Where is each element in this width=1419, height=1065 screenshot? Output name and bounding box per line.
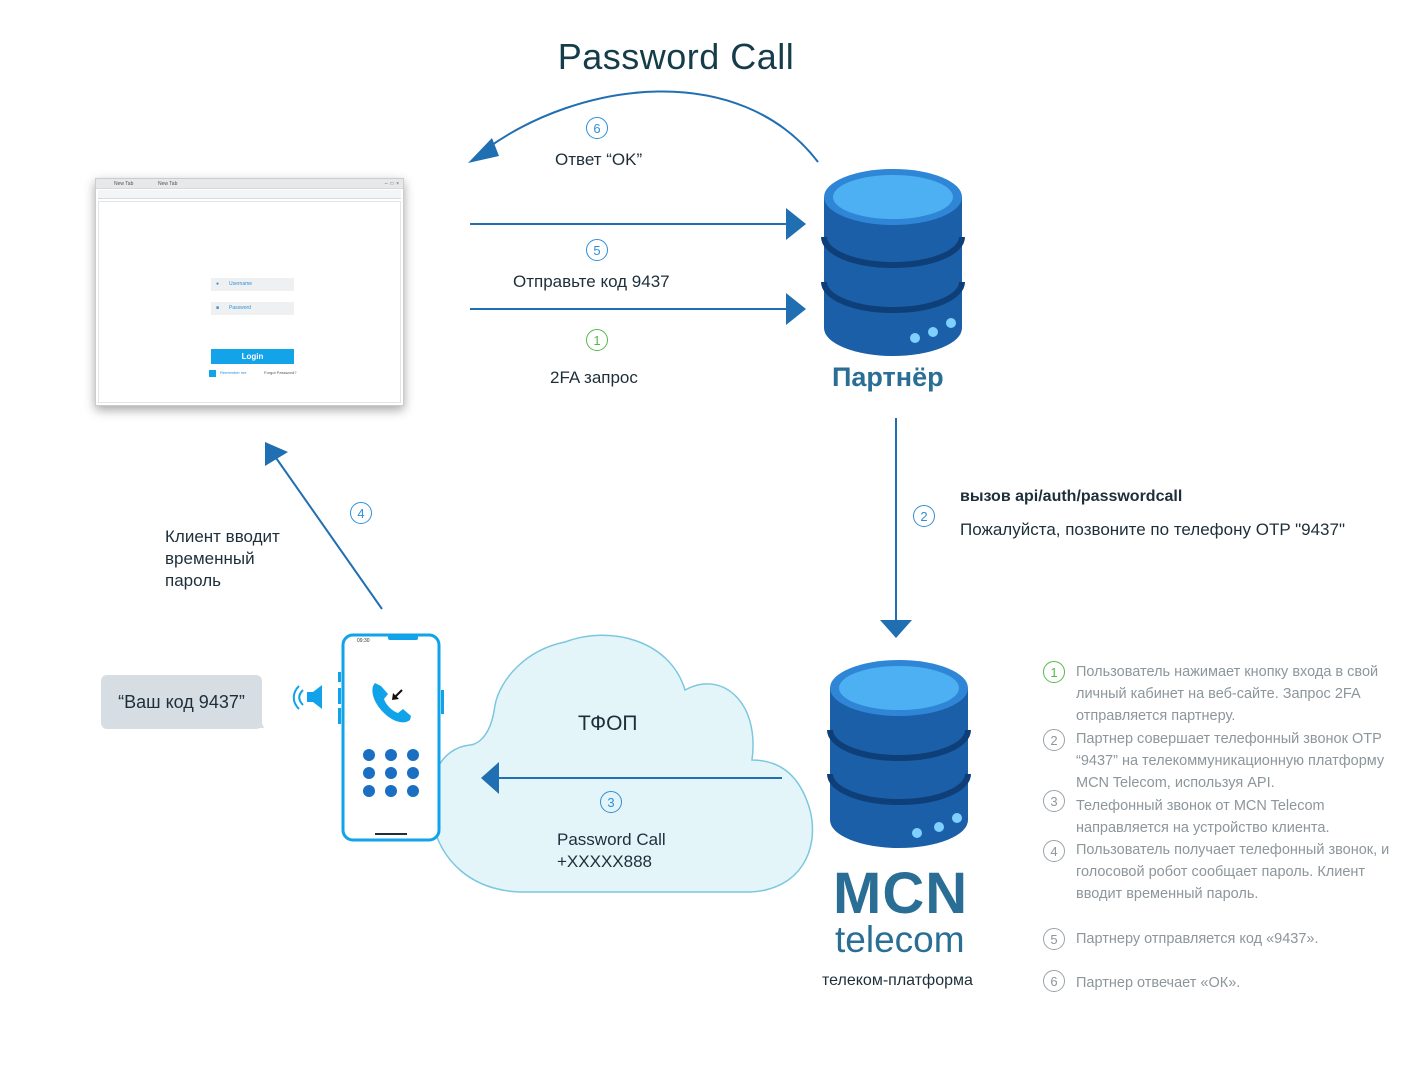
step-6-badge: 6	[586, 117, 608, 139]
arrow-5-head	[786, 208, 806, 240]
step-2-badge: 2	[913, 505, 935, 527]
arrow-4-enter	[273, 454, 383, 610]
step-5-badge: 5	[586, 239, 608, 261]
step-1-label: 2FA запрос	[550, 368, 638, 387]
browser-tab-bar: New Tab New Tab – □ ×	[96, 179, 403, 189]
note-3-text: Телефонный звонок от MCN Telecom направл…	[1076, 798, 1330, 836]
phone-time: 09:30	[357, 638, 370, 644]
note-5-badge: 5	[1043, 928, 1065, 950]
step-6-label: Ответ “OK”	[555, 150, 643, 169]
mcn-logo-sub: telecom	[835, 919, 965, 960]
mcn-database-icon	[827, 660, 971, 848]
note-3-badge: 3	[1043, 790, 1065, 812]
pstn-label: ТФОП	[578, 712, 638, 735]
note-6-badge: 6	[1043, 970, 1065, 992]
step-4-label-line2: временный	[165, 549, 255, 568]
address-bar[interactable]	[98, 190, 401, 199]
tab-new-1[interactable]: New Tab	[114, 181, 134, 187]
tab-new-2[interactable]: New Tab	[158, 181, 178, 187]
step-2-label: Пожалуйста, позвоните по телефону OTP "9…	[960, 520, 1345, 539]
smartphone-icon	[338, 633, 444, 842]
arrow-6-ok	[484, 90, 819, 163]
note-5-text: Партнеру отправляется код «9437».	[1076, 931, 1319, 947]
arrow-2-head	[880, 620, 912, 638]
speech-bubble-tail	[248, 690, 264, 728]
mcn-logo: MCN	[833, 861, 969, 926]
arrow-6-head	[468, 138, 499, 163]
password-placeholder: Password	[229, 305, 251, 311]
pstn-cloud	[429, 634, 814, 893]
note-4-text: Пользователь получает телефонный звонок,…	[1076, 842, 1390, 902]
note-4-badge: 4	[1043, 840, 1065, 862]
lock-icon: ■	[216, 305, 220, 311]
speaker-sound-icon	[292, 685, 322, 710]
login-button[interactable]: Login	[211, 349, 294, 364]
partner-database-icon	[821, 169, 965, 356]
note-6-text: Партнер отвечает «ОК».	[1076, 975, 1241, 991]
note-2-badge: 2	[1043, 729, 1065, 751]
step-3-badge: 3	[600, 791, 622, 813]
step-3-label-line1: Password Call	[557, 830, 666, 849]
arrow-4-head	[265, 442, 288, 466]
platform-caption: телеком-платформа	[822, 972, 973, 989]
browser-window: New Tab New Tab – □ × ● Username ■ Passw…	[95, 178, 404, 406]
login-page: ● Username ■ Password Login Remember me …	[98, 201, 401, 403]
step-2-api-label: вызов api/auth/passwordcall	[960, 488, 1183, 505]
speech-bubble: “Ваш код 9437”	[101, 675, 262, 729]
note-1-badge: 1	[1043, 661, 1065, 683]
note-2-text: Партнер совершает телефонный звонок OTP …	[1076, 731, 1385, 791]
forgot-password-link[interactable]: Forgot Password?	[264, 370, 297, 375]
user-icon: ●	[216, 281, 220, 287]
step-4-badge: 4	[350, 502, 372, 524]
arrow-3-head	[481, 762, 499, 794]
remember-label: Remember me	[220, 370, 247, 375]
step-4-label-line3: пароль	[165, 571, 221, 590]
step-1-badge: 1	[586, 329, 608, 351]
username-field[interactable]: ● Username	[211, 278, 294, 291]
note-1-text: Пользователь нажимает кнопку входа в сво…	[1076, 664, 1379, 724]
step-3-label-line2: +XXXXX888	[557, 852, 652, 871]
window-controls-icon[interactable]: – □ ×	[384, 181, 399, 187]
step-5-label: Отправьте код 9437	[513, 272, 670, 291]
username-placeholder: Username	[229, 281, 253, 287]
arrow-1-head	[786, 293, 806, 325]
diagram-title: Password Call	[557, 36, 795, 77]
remember-checkbox[interactable]	[209, 370, 216, 377]
partner-label: Партнёр	[832, 362, 944, 392]
step-4-label-line1: Клиент вводит	[165, 527, 280, 546]
password-field[interactable]: ■ Password	[211, 302, 294, 315]
